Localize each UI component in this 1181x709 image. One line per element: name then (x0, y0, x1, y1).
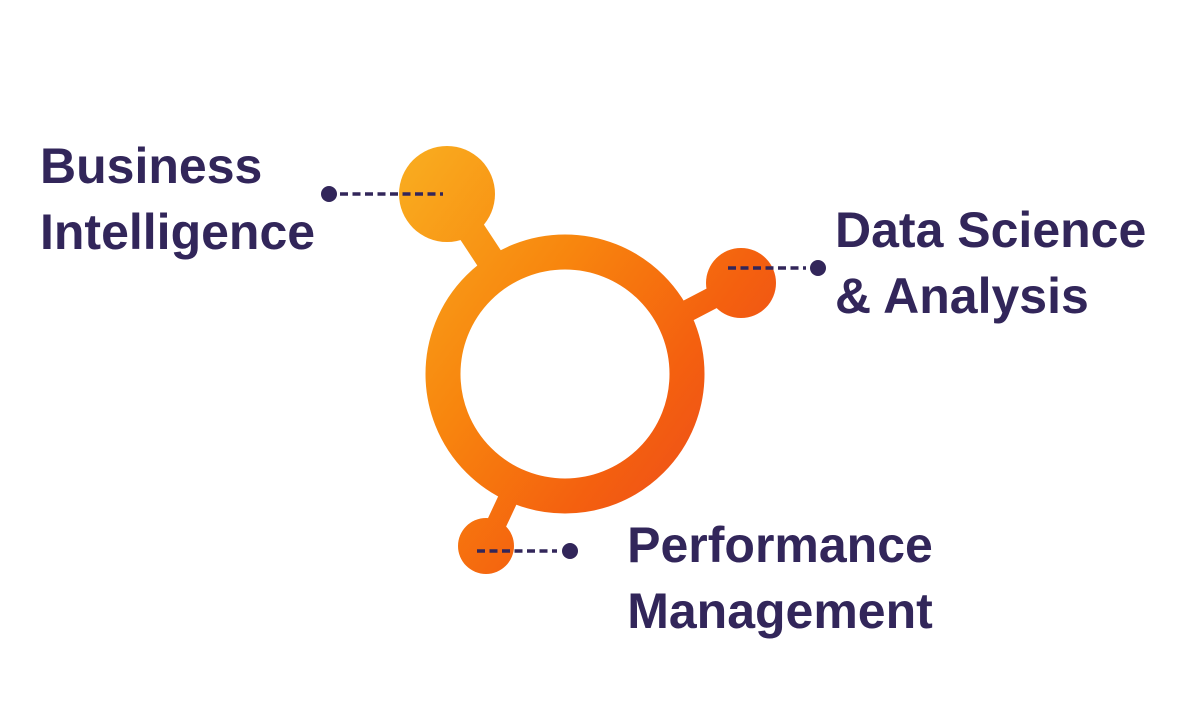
logo-node-performance (458, 518, 514, 574)
connector-dot-business-intelligence (321, 186, 337, 202)
label-business-intelligence: Business Intelligence (40, 133, 315, 265)
label-business-intelligence-line1: Business (40, 138, 263, 194)
molecule-ring-logo-icon (399, 146, 776, 574)
logo-ring (425, 234, 705, 514)
label-data-science-line1: Data Science (835, 202, 1147, 258)
label-data-science-line2: & Analysis (835, 268, 1089, 324)
label-business-intelligence-line2: Intelligence (40, 204, 316, 260)
logo-node-business-intelligence (399, 146, 495, 242)
connector-dot-data-science (810, 260, 826, 276)
label-performance-management: Performance Management (610, 512, 950, 644)
connectors (321, 186, 826, 559)
label-performance-line1: Performance (627, 517, 933, 573)
connector-dot-performance (562, 543, 578, 559)
logo-node-data-science (706, 248, 776, 318)
label-performance-line2: Management (627, 583, 933, 639)
label-data-science-analysis: Data Science & Analysis (835, 197, 1146, 329)
